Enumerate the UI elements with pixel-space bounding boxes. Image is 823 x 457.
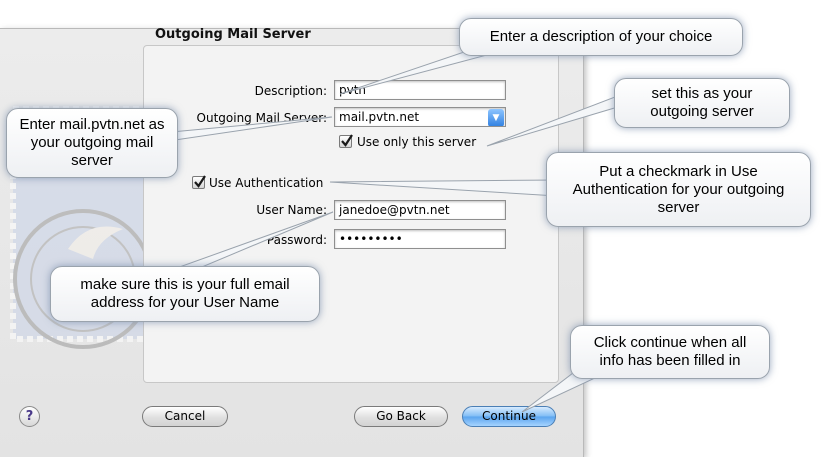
go-back-button[interactable]: Go Back <box>354 406 448 427</box>
cancel-button[interactable]: Cancel <box>142 406 228 427</box>
help-button[interactable]: ? <box>19 406 40 427</box>
continue-button[interactable]: Continue <box>462 406 556 427</box>
use-authentication-checkbox[interactable] <box>192 175 206 189</box>
description-input[interactable]: pvtn <box>334 80 506 100</box>
callout-outgoing-server: Enter mail.pvtn.net as your outgoing mai… <box>6 108 178 178</box>
user-name-input[interactable]: janedoe@pvtn.net <box>334 200 506 220</box>
callout-user-name: make sure this is your full email addres… <box>50 266 320 322</box>
panel-title: Outgoing Mail Server <box>155 27 311 42</box>
callout-set-server: set this as your outgoing server <box>614 78 790 128</box>
callout-pointer-description <box>339 49 499 95</box>
password-input[interactable]: ••••••••• <box>334 229 506 249</box>
callout-pointer-authentication <box>329 179 558 197</box>
outgoing-server-value: mail.pvtn.net <box>339 110 420 124</box>
checkmark-icon <box>194 175 206 188</box>
use-only-server-label: Use only this server <box>357 135 477 149</box>
callout-continue: Click continue when all info has been fi… <box>570 325 770 379</box>
chevron-down-icon[interactable]: ▼ <box>488 109 504 126</box>
callout-pointer-user-name <box>159 211 334 275</box>
callout-description: Enter a description of your choice <box>459 18 743 56</box>
use-only-server-checkbox[interactable] <box>339 134 353 148</box>
description-label: Description: <box>254 84 327 98</box>
use-authentication-label: Use Authentication <box>209 176 324 190</box>
callout-authentication: Put a checkmark in Use Authentication fo… <box>546 152 811 227</box>
checkmark-icon <box>341 134 353 147</box>
user-name-label: User Name: <box>256 203 327 217</box>
password-label: Password: <box>266 233 327 247</box>
outgoing-server-combo[interactable]: mail.pvtn.net ▼ <box>334 107 506 127</box>
